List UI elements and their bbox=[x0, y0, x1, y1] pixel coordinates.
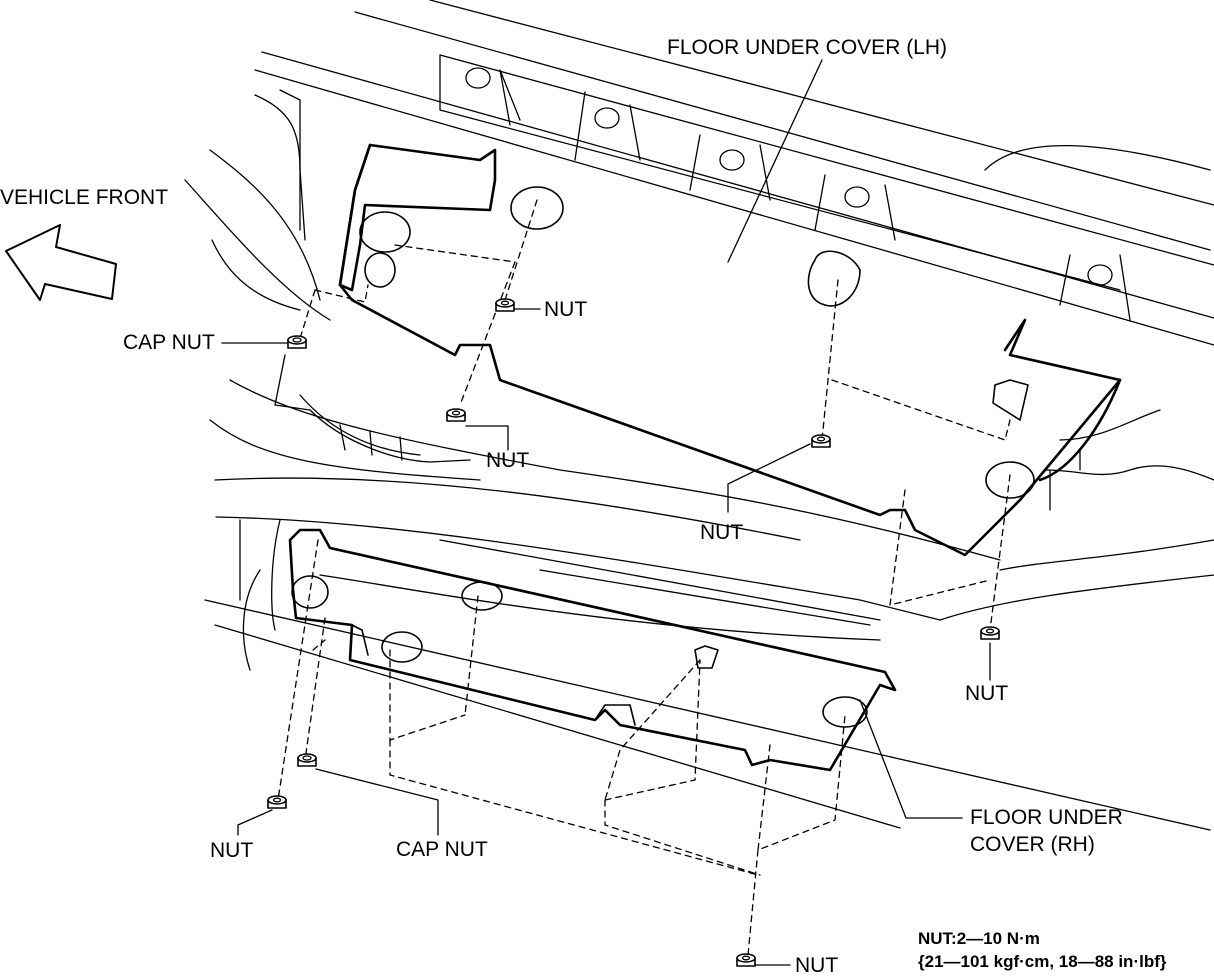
nut-label: NUT bbox=[544, 298, 588, 321]
floor-under-cover-lh-details bbox=[359, 186, 1035, 499]
nut-icon bbox=[811, 434, 831, 448]
torque-spec-line1: NUT:2—10 N·m bbox=[918, 929, 1040, 948]
torque-spec-line2: {21—101 kgf·cm, 18—88 in·lbf} bbox=[918, 952, 1167, 971]
nut-icon bbox=[495, 298, 515, 312]
fastener-guide-lines bbox=[277, 199, 1011, 956]
nut-icon bbox=[446, 408, 466, 422]
vehicle-front-label: VEHICLE FRONT bbox=[0, 186, 169, 209]
arrow-left-icon bbox=[5, 224, 117, 301]
nut-label: NUT bbox=[795, 954, 839, 977]
nut-label: NUT bbox=[486, 449, 530, 472]
floor-under-cover-lh-label: FLOOR UNDER COVER (LH) bbox=[667, 36, 948, 59]
cap-nut-icon bbox=[287, 335, 307, 349]
vehicle-body-structure bbox=[184, 0, 1214, 831]
nut-label: NUT bbox=[210, 839, 254, 862]
nut-icon bbox=[980, 626, 1000, 640]
floor-under-cover-rh-label-line2: COVER (RH) bbox=[970, 833, 1095, 856]
floor-under-cover-rh bbox=[288, 528, 897, 772]
cap-nut-label: CAP NUT bbox=[123, 331, 215, 354]
nut-label: NUT bbox=[965, 682, 1009, 705]
leader-lines bbox=[221, 59, 991, 966]
nut-icon bbox=[267, 795, 287, 809]
cap-nut-label: CAP NUT bbox=[396, 838, 488, 861]
cap-nut-icon bbox=[297, 753, 317, 767]
floor-under-cover-lh bbox=[338, 143, 1122, 557]
nut-label: NUT bbox=[700, 521, 744, 544]
sill-bracket bbox=[274, 354, 471, 463]
floor-under-cover-rh-details bbox=[291, 575, 868, 728]
floor-under-cover-rh-label-line1: FLOOR UNDER bbox=[970, 806, 1123, 829]
nut-icon bbox=[736, 953, 756, 967]
